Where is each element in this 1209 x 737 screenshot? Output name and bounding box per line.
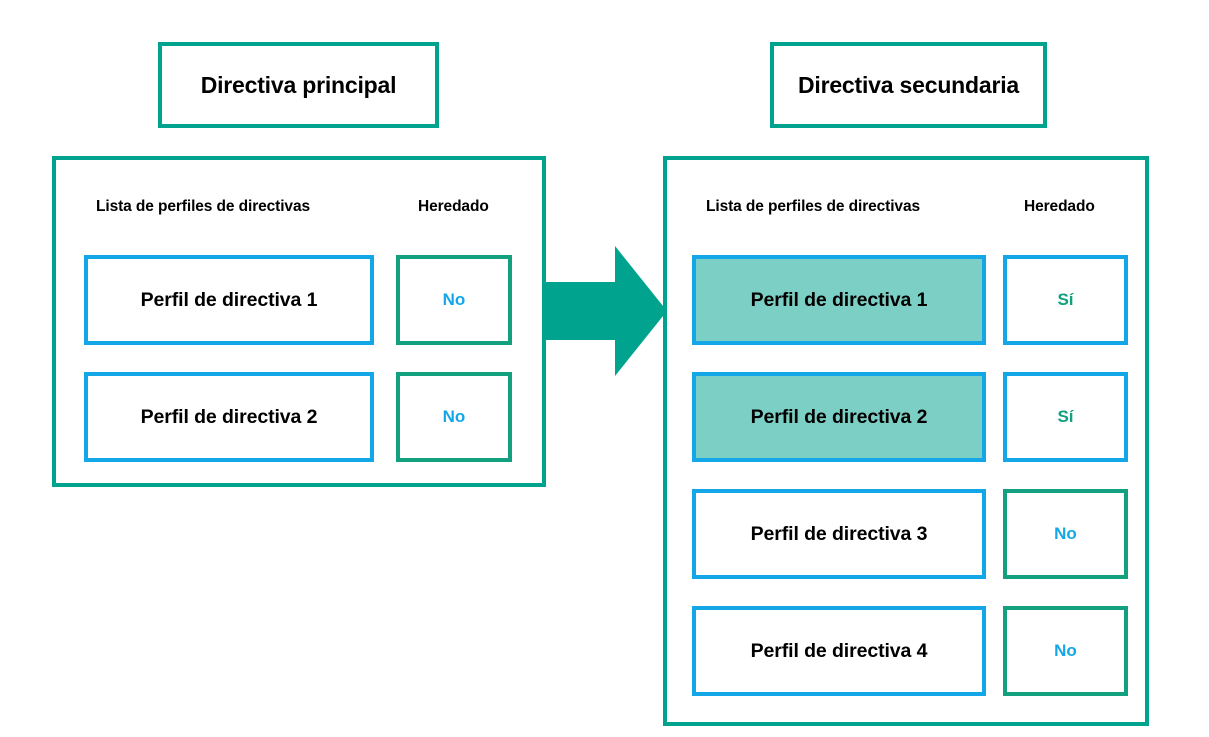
primary-policy-panel: Lista de perfiles de directivas Heredado… bbox=[52, 156, 546, 487]
table-row: Perfil de directiva 2 Sí bbox=[667, 372, 1145, 462]
secondary-inherited-box-4[interactable]: No bbox=[1003, 606, 1128, 696]
secondary-inherited-box-3[interactable]: No bbox=[1003, 489, 1128, 579]
secondary-profile-label-4: Perfil de directiva 4 bbox=[750, 639, 928, 662]
secondary-policy-title-text: Directiva secundaria bbox=[797, 71, 1019, 98]
table-row: Perfil de directiva 4 No bbox=[667, 606, 1145, 696]
primary-policy-title-box: Directiva principal bbox=[158, 42, 439, 128]
primary-profile-label-1: Perfil de directiva 1 bbox=[140, 288, 318, 311]
secondary-inherited-box-2[interactable]: Sí bbox=[1003, 372, 1128, 462]
table-row: Perfil de directiva 1 Sí bbox=[667, 255, 1145, 345]
table-row: Perfil de directiva 1 No bbox=[56, 255, 542, 345]
secondary-inherited-value-2: Sí bbox=[1057, 407, 1074, 426]
primary-inherited-value-1: No bbox=[442, 290, 466, 309]
table-row: Perfil de directiva 3 No bbox=[667, 489, 1145, 579]
secondary-policy-title-box: Directiva secundaria bbox=[770, 42, 1047, 128]
primary-inherited-column-header: Heredado bbox=[418, 198, 489, 215]
secondary-profile-label-3: Perfil de directiva 3 bbox=[750, 522, 928, 545]
secondary-policy-panel: Lista de perfiles de directivas Heredado… bbox=[663, 156, 1149, 726]
primary-profile-box-2[interactable]: Perfil de directiva 2 bbox=[84, 372, 374, 462]
secondary-profile-box-3[interactable]: Perfil de directiva 3 bbox=[692, 489, 986, 579]
secondary-inherited-value-1: Sí bbox=[1057, 290, 1074, 309]
primary-inherited-box-2[interactable]: No bbox=[396, 372, 512, 462]
primary-inherited-box-1[interactable]: No bbox=[396, 255, 512, 345]
right-arrow-icon bbox=[543, 246, 667, 376]
secondary-inherited-box-1[interactable]: Sí bbox=[1003, 255, 1128, 345]
secondary-inherited-column-header: Heredado bbox=[1024, 198, 1095, 215]
secondary-profile-box-4[interactable]: Perfil de directiva 4 bbox=[692, 606, 986, 696]
secondary-profiles-column-header: Lista de perfiles de directivas bbox=[706, 198, 920, 215]
secondary-profile-box-2[interactable]: Perfil de directiva 2 bbox=[692, 372, 986, 462]
primary-policy-title-text: Directiva principal bbox=[200, 71, 397, 98]
primary-profile-box-1[interactable]: Perfil de directiva 1 bbox=[84, 255, 374, 345]
primary-profiles-column-header: Lista de perfiles de directivas bbox=[96, 198, 310, 215]
secondary-profile-box-1[interactable]: Perfil de directiva 1 bbox=[692, 255, 986, 345]
secondary-inherited-value-3: No bbox=[1054, 524, 1077, 543]
table-row: Perfil de directiva 2 No bbox=[56, 372, 542, 462]
primary-inherited-value-2: No bbox=[442, 407, 466, 426]
secondary-profile-label-1: Perfil de directiva 1 bbox=[750, 288, 928, 311]
secondary-profile-label-2: Perfil de directiva 2 bbox=[750, 405, 928, 428]
secondary-inherited-value-4: No bbox=[1054, 641, 1077, 660]
primary-profile-label-2: Perfil de directiva 2 bbox=[140, 405, 318, 428]
